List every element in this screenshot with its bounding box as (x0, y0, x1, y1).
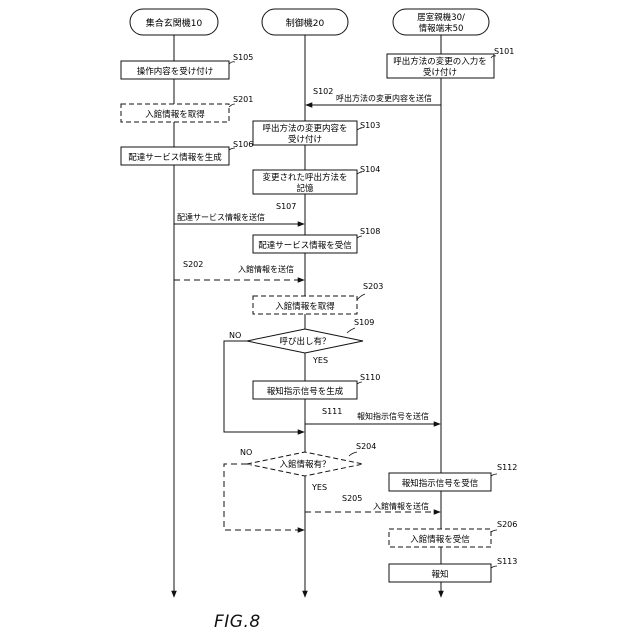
step-s205-text: 入館情報を送信 (373, 501, 429, 511)
lane-header-entrance-unit: 集合玄関機10 (130, 9, 218, 35)
step-s110-id: S110 (360, 373, 380, 382)
step-s204-id: S204 (356, 442, 376, 451)
decision-s204-text: 入館情報有？ (279, 459, 330, 470)
figure-label: FIG.8 (214, 612, 261, 632)
decision-s109-text: 呼び出し有？ (279, 336, 330, 347)
step-s103-id: S103 (360, 121, 380, 130)
step-s105: 操作内容を受け付け S105 (121, 53, 253, 79)
step-s109-id: S109 (354, 318, 374, 327)
step-s104-text-b: 記憶 (296, 183, 314, 194)
step-s112-text: 報知指示信号を受信 (402, 478, 479, 489)
step-s105-text: 操作内容を受け付け (137, 66, 214, 77)
step-s113: 報知 S113 (389, 557, 517, 582)
step-s202-id: S202 (183, 260, 203, 269)
step-s111-id: S111 (322, 407, 342, 416)
loop-s204-no (224, 464, 304, 530)
step-s106-text: 配達サービス情報を生成 (128, 152, 222, 163)
step-s113-text: 報知 (431, 569, 448, 580)
step-s201: 入館情報を取得 S201 (121, 95, 253, 122)
step-s101-id: S101 (494, 47, 514, 56)
step-s104: 変更された呼出方法を 記憶 S104 (253, 165, 380, 194)
decision-s204-no: NO (240, 448, 252, 457)
decision-s109-no: NO (229, 331, 241, 340)
step-s112: 報知指示信号を受信 S112 (389, 463, 517, 491)
step-s103-text-b: 受け付け (288, 134, 322, 145)
decision-s109-yes: YES (312, 356, 328, 365)
step-s206-id: S206 (497, 520, 517, 529)
step-s104-id: S104 (360, 165, 380, 174)
step-s101-text-a: 呼出方法の変更の入力を (393, 56, 487, 67)
step-s113-id: S113 (497, 557, 517, 566)
lane-title-controller: 制御機20 (286, 17, 325, 29)
step-s112-id: S112 (497, 463, 517, 472)
step-s203-text: 入館情報を取得 (275, 301, 335, 312)
step-s108-text: 配達サービス情報を受信 (258, 240, 352, 251)
step-s101: 呼出方法の変更の入力を 受け付け S101 (387, 47, 514, 78)
step-s205-id: S205 (342, 494, 362, 503)
step-s110-text: 報知指示信号を生成 (267, 386, 344, 397)
step-s201-text: 入館情報を取得 (145, 109, 205, 120)
step-s203-id: S203 (363, 282, 383, 291)
step-s106: 配達サービス情報を生成 S106 (121, 140, 253, 165)
lane-header-controller: 制御機20 (262, 9, 348, 35)
step-s103-text-a: 呼出方法の変更内容を (262, 123, 347, 134)
step-s105-id: S105 (233, 53, 253, 62)
lane-title-room-a: 居室親機30/ (417, 12, 465, 23)
step-s102-text: 呼出方法の変更内容を送信 (336, 93, 432, 103)
lane-header-room-unit: 居室親機30/ 情報端末50 (393, 9, 489, 35)
step-s108-id: S108 (360, 227, 380, 236)
decision-s204: 入館情報有？ S204 YES NO (240, 442, 376, 492)
lane-title-entrance: 集合玄関機10 (146, 17, 203, 29)
step-s110: 報知指示信号を生成 S110 (253, 373, 380, 399)
step-s108: 配達サービス情報を受信 S108 (253, 227, 380, 253)
step-s206-text: 入館情報を受信 (410, 534, 470, 545)
step-s111-text: 報知指示信号を送信 (357, 411, 429, 421)
step-s202-text: 入館情報を送信 (238, 264, 294, 274)
step-s102-id: S102 (313, 87, 333, 96)
step-s201-id: S201 (233, 95, 253, 104)
lane-title-room-b: 情報端末50 (419, 23, 464, 34)
decision-s204-yes: YES (311, 483, 327, 492)
step-s107-id: S107 (276, 202, 296, 211)
step-s104-text-a: 変更された呼出方法を (262, 172, 347, 183)
step-s106-id: S106 (233, 140, 253, 149)
decision-s109: 呼び出し有？ S109 YES NO (229, 318, 374, 365)
step-s203: 入館情報を取得 S203 (253, 282, 383, 314)
step-s101-text-b: 受け付け (423, 67, 457, 78)
step-s107-text: 配達サービス情報を送信 (177, 212, 265, 222)
step-s206: 入館情報を受信 S206 (389, 520, 517, 547)
step-s103: 呼出方法の変更内容を 受け付け S103 (253, 121, 380, 145)
